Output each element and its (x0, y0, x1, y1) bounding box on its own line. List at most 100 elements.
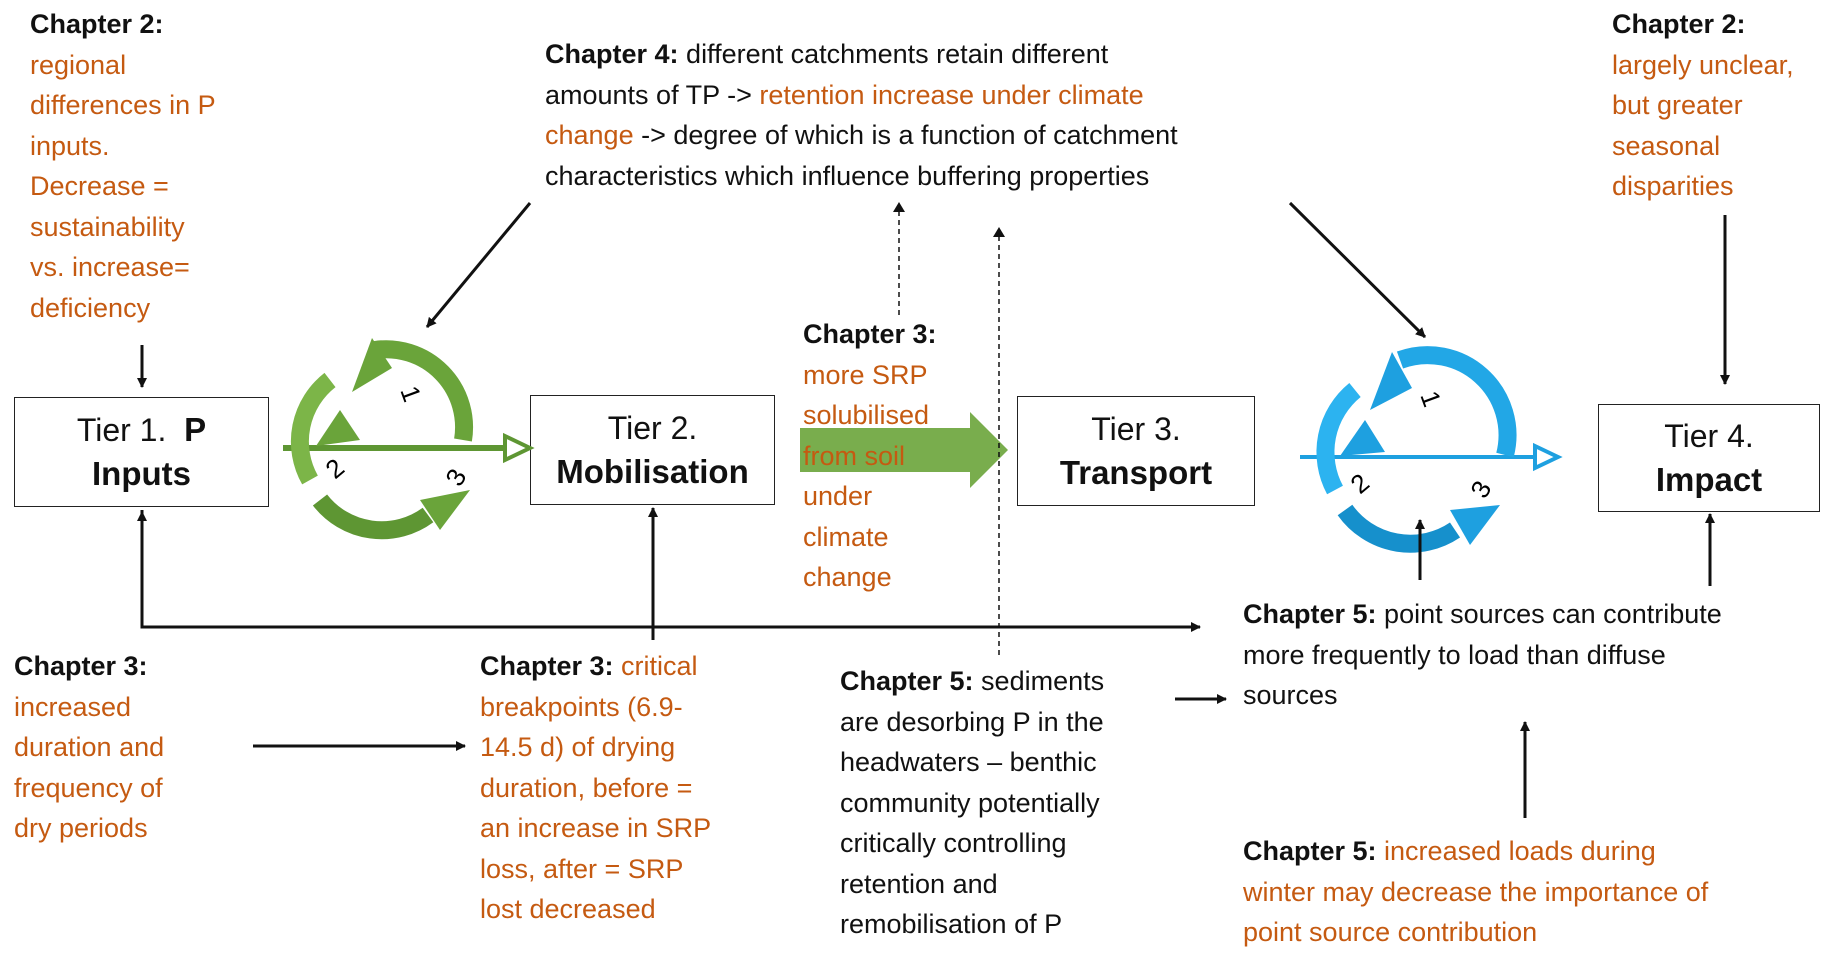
blue-cycle-head-2 (1450, 505, 1500, 545)
ch4-line-4: characteristics which influence bufferin… (545, 160, 1150, 191)
ch3-center-line: an increase in SRP (480, 813, 712, 843)
ch5-point-note: Chapter 5: point sources can contribute … (1243, 594, 1722, 716)
ch5-point-line: more frequently to load than diffuse (1243, 639, 1666, 670)
blue-flow-arrowhead (1533, 442, 1563, 472)
green-cycle-icon: 1 2 3 (283, 338, 535, 540)
green-cycle-label-1: 1 (394, 382, 427, 406)
ch5-winter-head: Chapter 5: (1243, 836, 1377, 866)
ch2-right-line: but greater (1612, 90, 1743, 120)
tier1-bold-prefix: P (184, 411, 207, 448)
ch3-mid-note: Chapter 3: more SRP solubilised from soi… (803, 314, 937, 598)
ch3-mid-line: climate (803, 521, 889, 552)
arrow-ch4-to-green-cycle (425, 202, 532, 328)
blue-cycle-arc-1 (1396, 346, 1517, 458)
green-cycle-arc-1 (373, 340, 474, 442)
ch2-right-line: largely unclear, (1612, 49, 1794, 80)
ch3-center-l1: critical (621, 651, 698, 681)
ch2-left-line: deficiency (30, 292, 151, 323)
ch5-sed-line: are desorbing P in the (840, 706, 1104, 737)
ch5-winter-line-1: Chapter 5: increased loads during (1243, 831, 1708, 872)
ch3-left-line: dry periods (14, 813, 148, 843)
ch5-sed-line: community potentially (840, 787, 1100, 818)
tier1-title: Tier 1. P (77, 408, 206, 452)
ch3-center-line: loss, after = SRP (480, 853, 684, 884)
ch3-center-line-1: Chapter 3: critical (480, 646, 711, 687)
ch2-right-note: Chapter 2: largely unclear, but greater … (1612, 4, 1794, 207)
ch3-center-line: duration, before = (480, 772, 693, 803)
ch2-left-line: differences in P (30, 90, 216, 120)
ch5-sed-line: retention and (840, 868, 998, 899)
dashed-arrows (898, 207, 1000, 655)
ch2-left-line: inputs. (30, 130, 110, 161)
ch3-mid-line: solubilised (803, 400, 930, 430)
ch4-l3a: change (545, 120, 634, 150)
ch2-left-line: sustainability (30, 211, 185, 242)
ch5-winter-note: Chapter 5: increased loads during winter… (1243, 831, 1708, 953)
green-cycle-head-3 (316, 410, 360, 446)
ch4-l2b: retention increase under climate (759, 79, 1144, 110)
tier1-label: Inputs (92, 455, 191, 492)
blue-cycle-label-2: 2 (1345, 467, 1375, 499)
tier4-label: Impact (1655, 461, 1763, 498)
ch4-line-3: change -> degree of which is a function … (545, 115, 1178, 156)
ch3-mid-head: Chapter 3: (803, 319, 937, 349)
tier3-box: Tier 3. Transport (1017, 396, 1255, 506)
ch4-l2a: amounts of TP -> (545, 79, 752, 110)
connector-arrows (137, 201, 1730, 818)
ch3-left-line: increased (14, 691, 132, 722)
ch4-l1: different catchments retain different (686, 39, 1109, 69)
green-cycle-label-2: 2 (320, 452, 350, 484)
dashed-arrow-head-2 (993, 227, 1005, 237)
green-cycle-head-1 (352, 338, 392, 392)
ch2-left-line: Decrease = (30, 171, 169, 201)
tier2-label: Mobilisation (556, 453, 749, 490)
ch5-sed-head: Chapter 5: (840, 666, 974, 696)
ch3-mid-line: from soil (803, 440, 906, 471)
dashed-arrow-head-1 (893, 202, 905, 212)
blue-cycle-label-1: 1 (1414, 387, 1447, 411)
ch5-winter-l1: increased loads during (1384, 836, 1656, 866)
ch3-center-note: Chapter 3: critical breakpoints (6.9- 14… (480, 646, 711, 930)
green-flow-arrowhead (503, 432, 535, 464)
ch3-center-head: Chapter 3: (480, 651, 614, 681)
tier2-box: Tier 2. Mobilisation (530, 395, 775, 505)
green-cycle-head-2 (420, 490, 470, 530)
ch4-head: Chapter 4: (545, 39, 679, 69)
blue-cycle-head-3 (1340, 420, 1385, 456)
ch3-mid-line: change (803, 562, 892, 592)
green-cycle-arc-3 (290, 372, 336, 485)
ch3-mid-line: more SRP (803, 359, 928, 390)
ch2-right-head: Chapter 2: (1612, 9, 1746, 39)
arrow-ch4-to-blue-cycle (1288, 201, 1427, 339)
arrow-feedback-line (140, 510, 1200, 629)
ch3-left-head: Chapter 3: (14, 651, 148, 681)
ch5-sed-line-1: Chapter 5: sediments (840, 661, 1104, 702)
tier4-box: Tier 4. Impact (1598, 404, 1820, 512)
blue-cycle-arc-3 (1316, 383, 1361, 495)
ch5-point-head: Chapter 5: (1243, 599, 1377, 629)
ch4-line-1: Chapter 4: different catchments retain d… (545, 34, 1178, 75)
ch4-l3b: -> degree of which is a function of catc… (641, 120, 1178, 150)
ch5-point-l1: point sources can contribute (1384, 599, 1722, 629)
blue-cycle-head-1 (1370, 352, 1412, 410)
ch5-sed-line: remobilisation of P (840, 909, 1063, 939)
ch2-left-line: regional (30, 49, 127, 80)
ch3-center-line: breakpoints (6.9- (480, 691, 683, 722)
ch2-right-line: seasonal (1612, 130, 1721, 161)
green-cycle-arc-2 (312, 494, 434, 540)
ch5-winter-line: winter may decrease the importance of (1243, 876, 1709, 907)
ch2-left-note: Chapter 2: regional differences in P inp… (30, 4, 216, 328)
tier3-prefix: Tier 3. (1091, 411, 1181, 447)
tier1-prefix: Tier 1. (76, 412, 167, 448)
blue-cycle-icon: 1 2 3 (1300, 346, 1563, 553)
ch3-left-line: duration and (14, 732, 165, 762)
ch5-point-line-1: Chapter 5: point sources can contribute (1243, 594, 1722, 635)
tier3-label: Transport (1059, 454, 1213, 491)
blue-cycle-arc-2 (1337, 504, 1461, 553)
ch3-center-line: lost decreased (480, 894, 656, 924)
ch3-left-line: frequency of (14, 772, 163, 803)
ch3-left-note: Chapter 3: increased duration and freque… (14, 646, 164, 849)
ch3-center-line: 14.5 d) of drying (480, 732, 676, 762)
ch5-sediments-note: Chapter 5: sediments are desorbing P in … (840, 661, 1104, 945)
